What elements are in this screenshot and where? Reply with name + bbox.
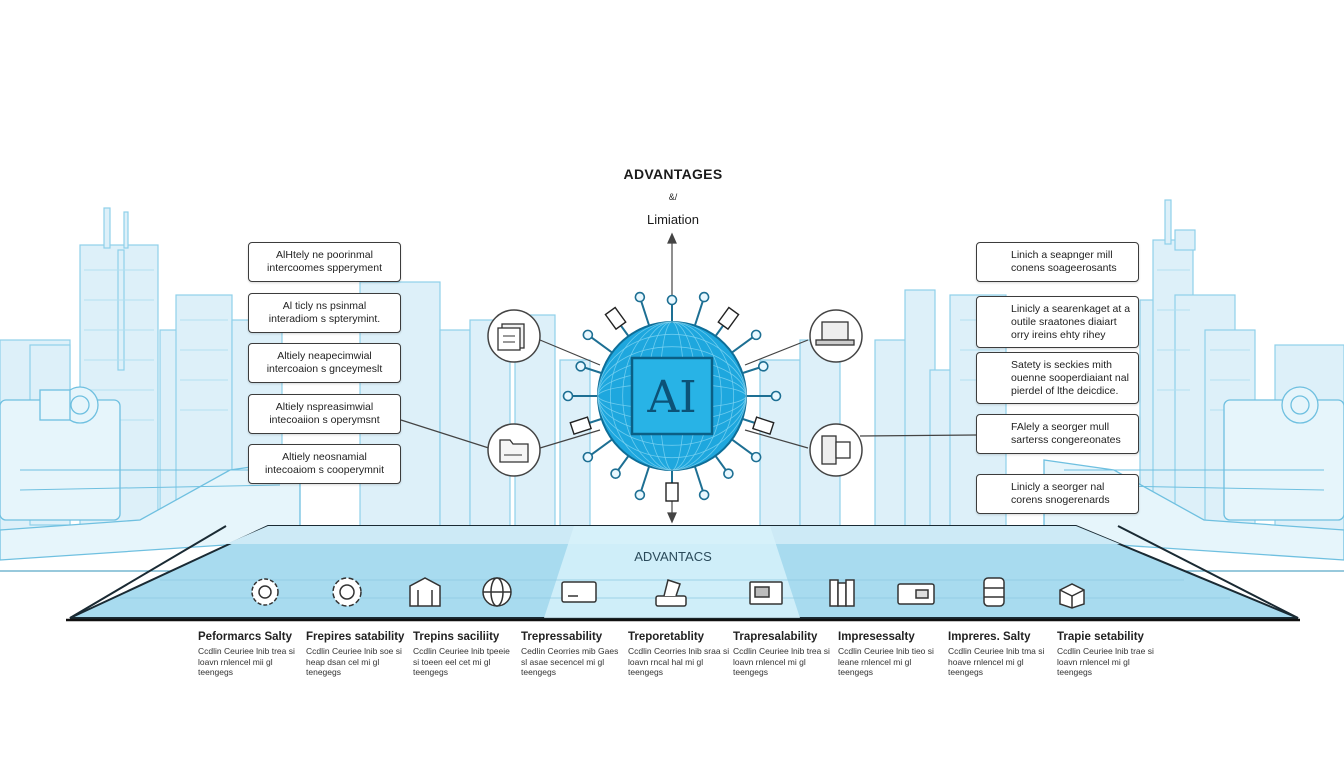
card-icon (897, 583, 935, 605)
right-box-text: Linicly a searenkaget at a outile sraato… (1011, 303, 1131, 341)
hub-node (582, 451, 594, 463)
left-box-4: Altiely nspreasimwial intecoaiion s oper… (248, 394, 401, 434)
cog-icon (332, 577, 362, 607)
left-box-3: Altiely neapecimwial intercoaion s gncey… (248, 343, 401, 383)
document-stack-icon (487, 309, 541, 363)
right-box-text: Satety is seckies mith ouenne sooperdiai… (1011, 359, 1129, 397)
hub-chip-node (569, 416, 592, 436)
right-box-text: FAlely a seorger mull sarterss congereon… (1011, 421, 1121, 446)
hub-node (758, 361, 769, 372)
robot-arm-icon (655, 579, 687, 607)
laptop-icon (809, 309, 863, 363)
platform-icons (251, 577, 1085, 609)
feature-desc: Ccdlin Ceuriee lnib tieo si leane rnlenc… (838, 646, 934, 677)
satellite-icons (487, 309, 863, 477)
feature-desc: Ccdlin Ceuriee lnib trae si loavn rnlenc… (1057, 646, 1154, 677)
hub-chip-node (717, 306, 740, 331)
feature-desc: Ccdlin Ceuriee lnib soe si heap dsan cel… (306, 646, 402, 677)
hub-node (634, 489, 646, 501)
feature-title: Peformarcs Salty (198, 631, 292, 643)
gear-icon (251, 578, 279, 606)
right-box-2: Linicly a searenkaget at a outile sraato… (976, 296, 1139, 348)
limitation-label: Limiation (646, 212, 700, 227)
feature-title: Frepires satability (306, 631, 405, 643)
hub-node (723, 468, 734, 479)
hub-node (698, 291, 710, 303)
feature-desc: Ccdlin Ceuriee lnib tma si hoave rnlence… (948, 646, 1045, 677)
left-box-5: Altiely neosnamial intecoaiom s cooperym… (248, 444, 401, 484)
feature-title: Impreres. Salty (948, 631, 1031, 643)
right-box-4: FAlely a seorger mull sarterss congereon… (976, 414, 1139, 454)
device-icon (561, 581, 597, 603)
hub-node (610, 468, 621, 479)
subtitle: &/ (668, 192, 678, 202)
hub-node (582, 329, 594, 341)
hub-mesh-line (597, 333, 747, 459)
feature-desc: Cedlin Ceorries mib Gaes sl asae secence… (521, 646, 619, 677)
database-icon (983, 577, 1005, 607)
right-box-5: Linicly a seorger nal corens snogerenard… (976, 474, 1139, 514)
hub-chip-node (604, 306, 627, 331)
left-box-1: AlHtely ne poorinmal intercoomes spperym… (248, 242, 401, 282)
hub-node (666, 294, 678, 306)
globe-icon (482, 577, 512, 607)
folder-icon (487, 423, 541, 477)
hub-node (750, 451, 762, 463)
hub-node (634, 291, 646, 303)
hub-chip-node (665, 482, 679, 502)
right-box-3: Satety is seckies mith ouenne sooperdiai… (976, 352, 1139, 404)
hub-node (562, 390, 574, 402)
right-box-1: Linich a seapnger mill conens soageerosa… (976, 242, 1139, 282)
hub-node (575, 361, 586, 372)
feature-title: Treporetablity (628, 631, 705, 643)
feature-desc: Ccdlin Ceuriee lnib trea si loavn rnlenc… (198, 646, 295, 677)
hub-chip (630, 356, 714, 436)
hub-node (770, 390, 782, 402)
server-icon (809, 423, 863, 477)
main-title: ADVANTAGES (623, 166, 723, 182)
feature-title: Trepressability (521, 631, 603, 643)
right-box-text: Linich a seapnger mill conens soageerosa… (1011, 249, 1117, 274)
hub-label: AI (646, 372, 696, 423)
monitor-icon (749, 581, 783, 605)
feature-title: Trepins saciliity (413, 631, 500, 643)
building-icon (409, 577, 441, 607)
feature-desc: Ccdlin Ceorries lnib sraa si loavn rncal… (628, 646, 730, 677)
hub-node (750, 329, 762, 341)
right-box-text: Linicly a seorger nal corens snogerenard… (1011, 481, 1110, 506)
hub-chip-node (752, 416, 775, 436)
feature-title: Trapresalability (733, 631, 818, 643)
feature-desc: Ccdlin Ceuriee lnib trea si loavn rnlenc… (733, 646, 830, 677)
hub-node (698, 489, 710, 501)
feature-desc: Ccdlin Ceuriee lnib tpeeie si toeen eel … (413, 646, 510, 677)
ai-hub: AI (562, 291, 782, 502)
feature-title: Trapie setability (1057, 631, 1144, 643)
books-icon (829, 579, 855, 607)
cube-icon (1059, 583, 1085, 609)
feature-title: Impresessalty (838, 631, 915, 643)
hub-mesh-line (609, 321, 735, 471)
left-box-2: Al ticly ns psinmal interadiom s spterym… (248, 293, 401, 333)
platform-label: ADVANTACS (634, 549, 712, 564)
